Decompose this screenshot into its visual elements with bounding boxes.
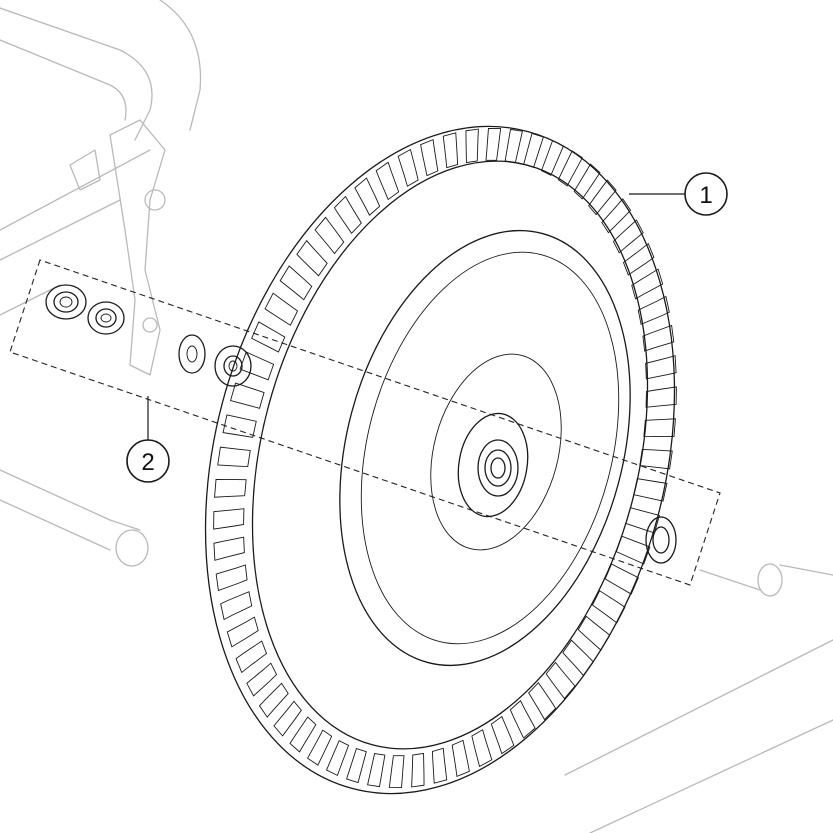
tread-block: [622, 242, 655, 276]
tread-block: [314, 216, 345, 255]
tread-block: [251, 321, 286, 353]
tread-block: [509, 700, 536, 739]
tread-block: [645, 355, 677, 380]
tread-block: [367, 753, 386, 788]
tread-block: [213, 536, 245, 561]
tread-block: [442, 132, 459, 169]
tread-block: [222, 414, 257, 438]
tread-block: [346, 747, 367, 784]
tread-block: [220, 591, 253, 621]
hub-ring: [430, 353, 562, 551]
callout-2-label: 2: [141, 449, 154, 476]
tread-block: [213, 508, 245, 530]
tread-block: [631, 268, 664, 300]
wheel-assembly: [204, 125, 677, 795]
callout-2: 2: [126, 396, 170, 483]
tread-block: [604, 563, 639, 595]
tread-block: [591, 590, 626, 624]
tread-block: [471, 729, 493, 768]
tread-block: [643, 418, 676, 437]
tread-block: [612, 219, 644, 254]
tread-block: [490, 715, 515, 755]
tread-block: [325, 740, 350, 776]
tread-block: [431, 747, 448, 784]
tread-block: [504, 128, 523, 163]
tread-block: [230, 382, 265, 409]
hex-nut-inner: [214, 345, 252, 387]
tread-block: [279, 265, 313, 301]
rim-outer: [339, 229, 631, 667]
tread-block: [528, 681, 557, 721]
tread-block: [397, 148, 419, 187]
tread-block: [573, 163, 601, 200]
spacer-washer: [645, 516, 677, 564]
tread-block: [246, 662, 278, 697]
tread-block: [577, 615, 611, 651]
tread-block: [273, 700, 302, 737]
flat-washer: [178, 334, 206, 374]
tread-block: [217, 446, 251, 468]
tread-block: [258, 682, 289, 718]
tread-block: [540, 140, 565, 176]
lock-nut-outer: [45, 284, 87, 320]
tread-block: [354, 177, 381, 216]
tread-block: [226, 616, 259, 648]
tread-block: [588, 179, 617, 216]
tread-block: [307, 729, 333, 766]
callout-1-label: 1: [699, 182, 712, 209]
tread-block: [601, 198, 632, 234]
tread-block: [645, 386, 677, 408]
hex-nut-outer: [87, 301, 125, 335]
tread-block: [523, 132, 544, 169]
tire-inner-edge: [251, 160, 649, 750]
tread-block: [239, 351, 275, 381]
tread-block: [420, 138, 439, 177]
kit-grouping-box: [9, 259, 721, 586]
tread-block: [235, 640, 268, 674]
hub-body: [457, 412, 529, 518]
hub-bearing: [477, 439, 519, 497]
tread-block: [375, 161, 400, 201]
tread-block: [562, 639, 594, 677]
rim-inner: [360, 251, 620, 645]
callout-1-circle: [684, 172, 728, 216]
tread-block: [411, 752, 425, 788]
tread-block: [214, 479, 247, 498]
tire-outer-edge: [204, 125, 676, 795]
tread-block: [639, 448, 673, 470]
callout-1: 1: [629, 172, 728, 216]
tread-block: [557, 150, 583, 187]
tire-tread: [213, 128, 677, 788]
tread-block: [215, 564, 248, 592]
tread-block: [465, 128, 479, 164]
tread-block: [264, 292, 299, 326]
hardware-parts: [45, 284, 677, 564]
tread-block: [333, 195, 362, 235]
tread-block: [545, 661, 576, 700]
callout-2-circle: [126, 439, 170, 483]
tread-block: [451, 739, 470, 778]
tread-block: [642, 324, 675, 352]
tread-block: [296, 239, 328, 277]
tread-block: [637, 295, 670, 325]
tread-block: [485, 128, 502, 161]
tread-block: [289, 716, 317, 753]
tread-block: [388, 755, 405, 788]
